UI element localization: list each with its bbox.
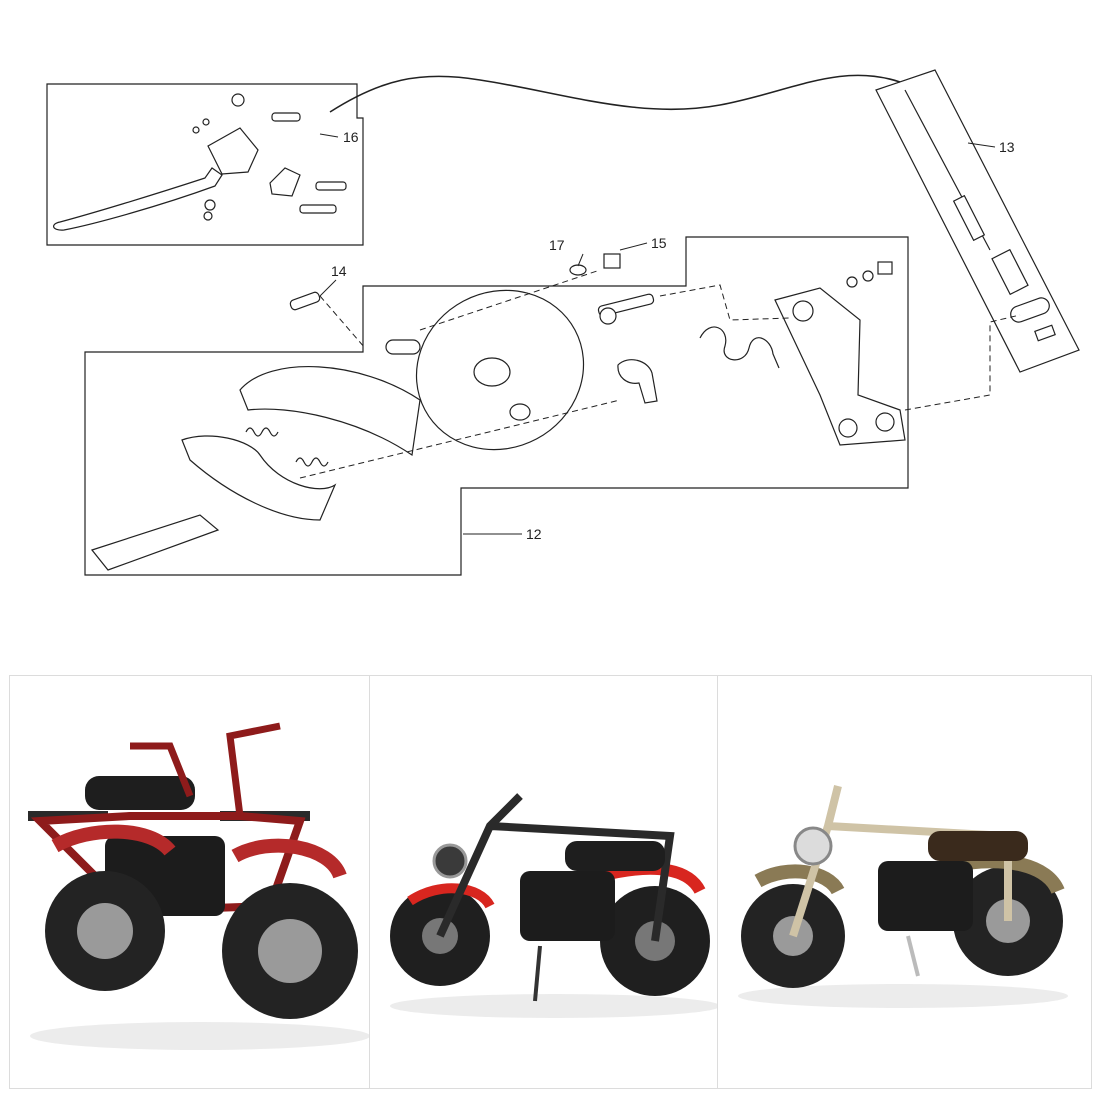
minibike-photo-1 [10, 676, 383, 1088]
group-16-outline [46, 83, 364, 246]
brake-cable [329, 74, 901, 113]
callout-17: 17 [549, 237, 565, 253]
brake-camshaft [90, 514, 220, 571]
brake-exploded-diagram: 16 13 12 17 15 14 [46, 69, 1080, 576]
brake-arm [774, 287, 906, 446]
callout-12: 12 [526, 526, 542, 542]
callout-15: 15 [651, 235, 667, 251]
minibike-photo-2 [370, 676, 736, 1088]
brake-shoe-upper [239, 366, 421, 457]
callout-16: 16 [343, 129, 359, 145]
minibike-photo-3 [718, 676, 1091, 1088]
group-12-outline [84, 236, 909, 576]
group-13-outline [875, 69, 1080, 373]
callout-14: 14 [331, 263, 347, 279]
brake-drum-assembly [90, 253, 906, 571]
cable-end-assembly [904, 89, 1056, 342]
callout-13: 13 [999, 139, 1015, 155]
brake-shoe-lower [181, 435, 337, 521]
brake-lever-assembly [53, 93, 347, 231]
